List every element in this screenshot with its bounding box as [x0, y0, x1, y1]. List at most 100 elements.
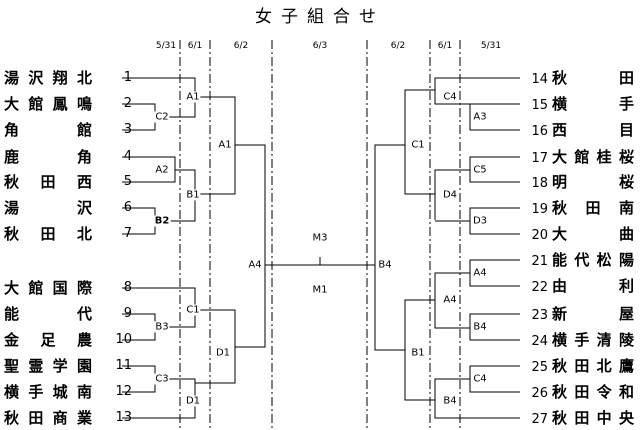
court-code-label: A2 — [154, 164, 170, 176]
date-left-r1: 5/31 — [155, 41, 177, 51]
team-entry: 21 能代松陽 — [524, 250, 638, 270]
court-code-label: B4 — [442, 395, 458, 407]
final-court-code: M1 — [311, 284, 329, 296]
team-number: 24 — [531, 334, 548, 349]
court-code-label: B4 — [472, 321, 488, 333]
court-code-label: B3 — [154, 321, 170, 333]
team-number: 21 — [531, 254, 548, 269]
team-entry: 聖霊学園 11 — [4, 356, 136, 376]
team-name: 秋田中央 — [552, 409, 634, 427]
team-number: 3 — [123, 122, 132, 137]
team-name: 鹿角 — [4, 148, 92, 166]
team-name: 能代松陽 — [552, 251, 634, 269]
team-name: 新屋 — [552, 305, 634, 323]
court-code-label: C5 — [472, 164, 488, 176]
team-name: 横手 — [552, 95, 634, 113]
team-name: 明桜 — [552, 173, 634, 191]
team-name: 角館 — [4, 121, 92, 139]
team-name: 西目 — [552, 121, 634, 139]
team-entry: 27 秋田中央 — [524, 408, 638, 428]
court-code-label: B1 — [410, 347, 426, 359]
date-right-r2: 6/1 — [437, 41, 453, 51]
team-name: 秋田 — [552, 69, 634, 87]
team-number: 17 — [531, 151, 548, 166]
team-entry: 17 大館桂桜 — [524, 147, 638, 167]
court-code-label: A1 — [185, 91, 201, 103]
team-name: 秋田北鷹 — [552, 357, 634, 375]
court-code-label: D3 — [471, 215, 489, 227]
team-entry: 22 由利 — [524, 276, 638, 296]
team-entry: 能代 9 — [4, 304, 136, 324]
team-number: 22 — [531, 280, 548, 295]
team-name: 金足農 — [4, 331, 92, 349]
team-entry: 18 明桜 — [524, 172, 638, 192]
court-code-label: A1 — [217, 139, 233, 151]
court-code-label: C2 — [154, 111, 170, 123]
team-name: 秋田北 — [4, 225, 92, 243]
court-code-label: A4 — [472, 267, 488, 279]
court-code-label: D1 — [184, 395, 202, 407]
page-title: 女子組合せ — [255, 7, 385, 27]
team-number: 9 — [123, 306, 132, 321]
court-code-label: C4 — [442, 91, 458, 103]
court-code-label: A3 — [472, 111, 488, 123]
date-right-r3: 6/2 — [390, 41, 406, 51]
team-entry: 大館国際 8 — [4, 278, 136, 298]
team-name: 横手城南 — [4, 383, 92, 401]
team-entry: 秋田西 5 — [4, 172, 136, 192]
team-entry: 湯沢翔北 1 — [4, 68, 136, 88]
date-right-r1: 5/31 — [480, 41, 502, 51]
team-name: 大館国際 — [4, 279, 92, 297]
team-number: 13 — [115, 410, 132, 425]
team-name: 能代 — [4, 305, 92, 323]
team-name: 湯沢 — [4, 199, 92, 217]
team-number: 26 — [531, 386, 548, 401]
team-entry: 湯沢 6 — [4, 198, 136, 218]
team-entry: 角館 3 — [4, 120, 136, 140]
team-name: 秋田令和 — [552, 383, 634, 401]
team-number: 10 — [115, 332, 132, 347]
date-center-final: 6/3 — [312, 41, 328, 51]
team-name: 由利 — [552, 277, 634, 295]
team-entry: 26 秋田令和 — [524, 382, 638, 402]
team-number: 25 — [531, 360, 548, 375]
team-number: 11 — [115, 358, 132, 373]
team-number: 6 — [123, 200, 132, 215]
team-entry: 鹿角 4 — [4, 147, 136, 167]
team-number: 2 — [123, 96, 132, 111]
team-name: 横手清陵 — [552, 331, 634, 349]
final-court-code: M3 — [311, 232, 329, 244]
court-code-label: C1 — [410, 139, 426, 151]
court-code-label: B2 — [153, 215, 171, 227]
team-number: 1 — [123, 70, 132, 85]
team-number: 16 — [531, 124, 548, 139]
team-number: 12 — [115, 384, 132, 399]
team-number: 18 — [531, 176, 548, 191]
team-name: 湯沢翔北 — [4, 69, 92, 87]
team-number: 5 — [123, 174, 132, 189]
court-code-label: C3 — [154, 373, 170, 385]
team-entry: 16 西目 — [524, 120, 638, 140]
court-code-label: D4 — [441, 189, 459, 201]
team-name: 秋田西 — [4, 173, 92, 191]
court-code-label: A4 — [442, 294, 458, 306]
court-code-label: A4 — [247, 259, 263, 271]
team-name: 聖霊学園 — [4, 357, 92, 375]
date-left-r2: 6/1 — [187, 41, 203, 51]
team-number: 27 — [531, 412, 548, 427]
team-entry: 横手城南 12 — [4, 382, 136, 402]
team-number: 4 — [123, 149, 132, 164]
team-name: 大館桂桜 — [552, 148, 634, 166]
court-code-label: C4 — [472, 373, 488, 385]
team-name: 秋田商業 — [4, 409, 92, 427]
court-code-label: B4 — [377, 259, 393, 271]
team-entry: 24 横手清陵 — [524, 330, 638, 350]
team-number: 8 — [123, 280, 132, 295]
